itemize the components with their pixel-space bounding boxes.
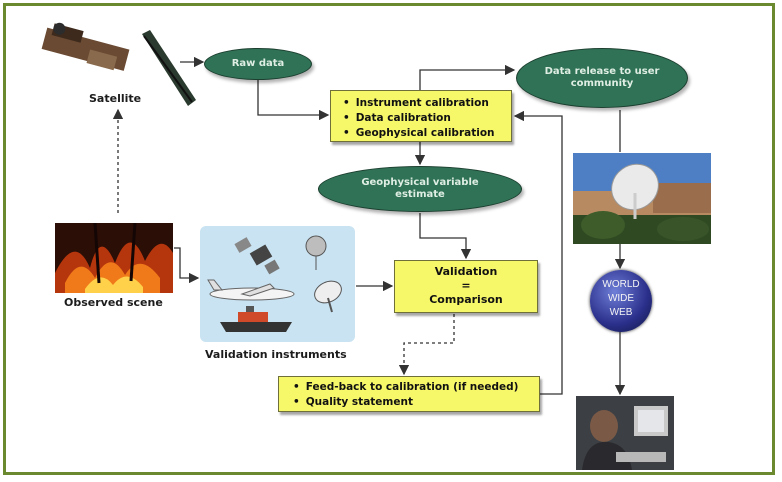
feedback-box: Feed-back to calibration (if needed) Qua… — [278, 376, 540, 412]
ship-icon — [220, 306, 292, 332]
arrow-validation-feedback — [398, 314, 455, 376]
calibration-item: Instrument calibration — [343, 96, 511, 111]
observed-scene-label: Observed scene — [64, 296, 163, 309]
arrow-scene-instruments — [174, 247, 200, 284]
arrow-calibration-release — [419, 64, 516, 90]
calibration-item: Geophysical calibration — [343, 126, 511, 141]
airplane-icon — [207, 279, 295, 301]
arrow-feedback-calibration — [513, 110, 563, 395]
validation-box: Validation = Comparison — [394, 260, 538, 313]
arrow-estimate-validation — [419, 213, 472, 260]
data-release-node: Data release to user community — [516, 48, 688, 108]
balloon-icon — [305, 235, 327, 270]
arrow-rawdata-calibration — [257, 78, 330, 121]
calibration-item: Data calibration — [343, 111, 511, 126]
raw-data-node: Raw data — [204, 48, 312, 80]
calibration-box: Instrument calibration Data calibration … — [330, 90, 512, 142]
validation-equals: = — [461, 279, 471, 292]
geophysical-estimate-node: Geophysical variable estimate — [318, 166, 522, 212]
feedback-item: Feed-back to calibration (if needed) — [293, 380, 539, 395]
satellite-dish-photo — [573, 153, 711, 244]
radar-dish-icon — [314, 280, 342, 313]
satellite-label: Satellite — [89, 92, 142, 105]
globe-icon — [590, 270, 652, 332]
fire-scene-image — [55, 223, 173, 293]
www-label: WORLD WIDE WEB — [590, 278, 652, 320]
satellite-icon — [41, 22, 196, 106]
validation-instruments-label: Validation instruments — [205, 348, 347, 361]
satellite-small-icon — [234, 237, 280, 275]
www-line: WIDE — [607, 293, 635, 304]
computer-user-photo — [576, 396, 674, 470]
www-line: WORLD — [602, 279, 640, 290]
validation-instruments-icons — [207, 235, 342, 332]
www-line: WEB — [609, 307, 633, 318]
validation-text: Validation — [434, 265, 498, 278]
comparison-text: Comparison — [429, 293, 503, 306]
feedback-item: Quality statement — [293, 395, 539, 410]
